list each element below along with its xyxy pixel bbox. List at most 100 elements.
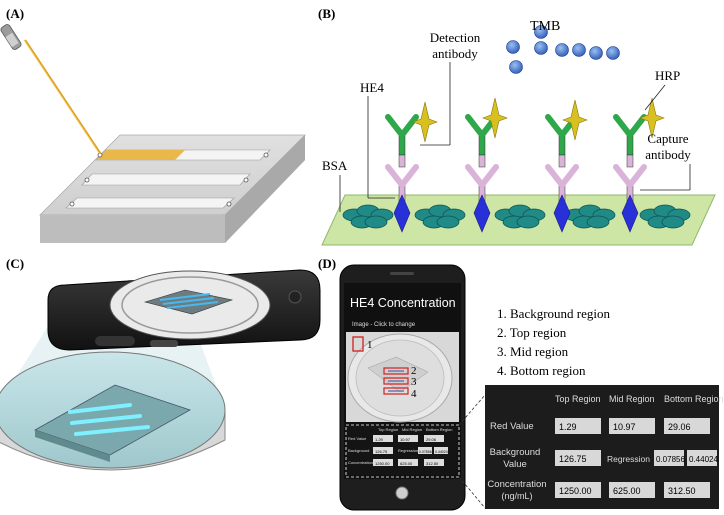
bsa-cluster (564, 204, 616, 229)
red-value-bottom-cell (664, 418, 710, 434)
marker-2: 2 (411, 365, 417, 377)
red-value-bottom: 29.06 (668, 422, 691, 432)
svg-text:1.29: 1.29 (375, 437, 384, 442)
background-label-line2: Value (503, 459, 527, 470)
legend-item-4: 4. Bottom region (497, 363, 586, 378)
tmb-molecule (606, 46, 620, 60)
home-button[interactable] (395, 486, 409, 500)
background-region-box (352, 336, 364, 352)
legend-item-3: 3. Mid region (497, 344, 569, 359)
hrp-enzyme (412, 101, 438, 143)
zoom-line-bottom (458, 476, 486, 509)
svg-text:0.07856: 0.07856 (419, 450, 432, 454)
legend-item-1: 1. Background region (497, 306, 611, 321)
antibody-sandwich (545, 114, 579, 233)
concentration-top-cell (555, 482, 601, 498)
svg-text:Bottom Region: Bottom Region (426, 427, 452, 432)
marker-1: 1 (367, 339, 373, 351)
detection-antibody-label-line2: antibody (432, 46, 478, 61)
red-value-top-cell (555, 418, 601, 434)
header-top-region: Top Region (555, 394, 601, 404)
svg-text:Background: Background (348, 448, 369, 453)
concentration-top: 1250.00 (559, 486, 592, 496)
channel-filled-region (96, 150, 185, 160)
app-title: HE4 Concentration (350, 296, 456, 310)
bsa-cluster (639, 204, 691, 229)
regression-intercept: 0.44024 (689, 455, 718, 464)
concentration-mid-cell (609, 482, 655, 498)
tmb-molecule (589, 46, 603, 60)
channel-mid (81, 173, 251, 186)
he4-antigen (473, 194, 491, 233)
antibody-sandwich (613, 114, 647, 233)
phone-mini-table: Top Region Mid Region Bottom Region Red … (346, 425, 459, 475)
marker-3: 3 (411, 376, 417, 388)
svg-text:Red Value: Red Value (348, 436, 367, 441)
concentration-bottom-cell (664, 482, 710, 498)
svg-text:10.97: 10.97 (400, 437, 411, 442)
marker-4: 4 (411, 388, 417, 400)
bottom-region-box (383, 387, 409, 395)
hrp-enzyme (562, 99, 588, 141)
concentration-label-line1: Concentration (487, 479, 546, 490)
svg-text:Mid Region: Mid Region (402, 427, 422, 432)
hrp-label: HRP (655, 68, 680, 83)
capture-antibody-label-line1: Capture (647, 131, 688, 146)
tmb-molecules (506, 25, 620, 74)
antibody-sandwiches (385, 114, 647, 233)
background-value-cell (555, 450, 601, 466)
smartphone-side (47, 269, 321, 351)
hrp-enzyme (482, 97, 508, 139)
tmb-molecule (572, 43, 586, 57)
microfluidic-chip (39, 134, 306, 243)
captured-image[interactable] (346, 332, 459, 423)
red-value-top: 1.29 (559, 422, 577, 432)
speaker-slot (390, 272, 414, 275)
bsa-blocking-proteins (342, 204, 691, 229)
detection-antibody-label-line1: Detection (430, 30, 481, 45)
pipette (0, 24, 101, 154)
svg-text:625.00: 625.00 (400, 461, 413, 466)
he4-label: HE4 (360, 80, 384, 95)
header-mid-region: Mid Region (609, 394, 655, 404)
antibody-sandwich (465, 114, 499, 233)
svg-text:1250.00: 1250.00 (375, 461, 390, 466)
he4-antigen (621, 194, 639, 233)
tmb-molecule (555, 43, 569, 57)
tmb-molecule (534, 41, 548, 55)
header-bottom-region: Bottom Region (664, 394, 724, 404)
concentration-bottom: 312.50 (668, 486, 696, 496)
svg-text:29.06: 29.06 (426, 437, 437, 442)
red-value-label: Red Value (490, 421, 534, 432)
svg-text:Top Region: Top Region (378, 427, 398, 432)
panel-a-label: (A) (6, 6, 24, 21)
panel-b-label: (B) (318, 6, 335, 21)
regression-slope: 0.07856 (656, 455, 685, 464)
svg-text:Regression: Regression (398, 448, 418, 453)
red-value-mid: 10.97 (613, 422, 636, 432)
channel-bottom (65, 197, 235, 209)
regression-label: Regression (607, 454, 650, 464)
hrp-enzyme (639, 97, 665, 139)
zoom-line-top (458, 394, 486, 426)
image-change-hint[interactable]: Image - Click to change (352, 322, 416, 328)
tmb-molecule (509, 60, 523, 74)
panel-d-label: (D) (318, 256, 336, 271)
background-label-line1: Background (490, 447, 541, 458)
zoom-source-box (345, 424, 460, 478)
red-value-mid-cell (609, 418, 655, 434)
bsa-cluster (494, 204, 546, 229)
concentration-mid: 625.00 (613, 486, 641, 496)
svg-text:0.44024: 0.44024 (435, 450, 448, 454)
tmb-molecule (534, 25, 548, 39)
bsa-cluster (414, 204, 466, 229)
hrp-enzymes (412, 97, 665, 143)
hrp-pointer (644, 84, 666, 111)
svg-text:312.50: 312.50 (426, 461, 439, 466)
svg-text:126.75: 126.75 (375, 449, 388, 454)
results-table: Top Region Mid Region Bottom Region Red … (485, 385, 724, 509)
bsa-cluster (342, 204, 394, 229)
regression-intercept-cell (687, 450, 717, 466)
he4-antigen (553, 194, 571, 233)
tmb-molecule (506, 40, 520, 54)
